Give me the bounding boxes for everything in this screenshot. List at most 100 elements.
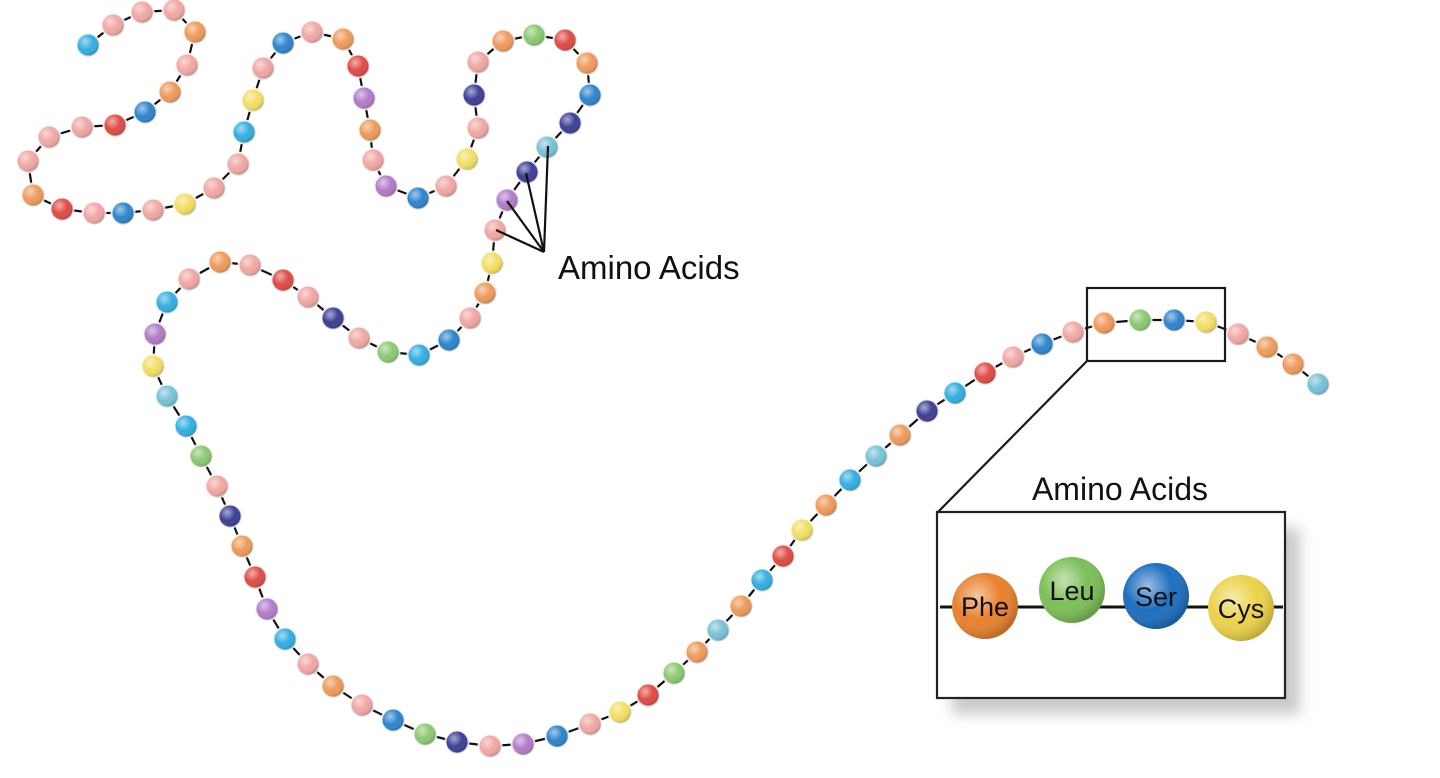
amino-acid-bead <box>172 191 198 217</box>
amino-acid-bead <box>201 175 227 201</box>
amino-acid-bead <box>457 305 483 331</box>
amino-acid-bead <box>237 252 263 278</box>
amino-acid-bead <box>349 692 375 718</box>
amino-acid-bead <box>406 342 432 368</box>
residue-label: Phe <box>961 592 1009 622</box>
amino-acid-bead <box>250 55 276 81</box>
amino-acid-bead <box>942 380 968 406</box>
amino-acid-bead <box>1280 351 1306 377</box>
amino-acid-bead <box>295 284 321 310</box>
amino-acid-bead <box>477 733 503 759</box>
pointer-line <box>524 172 546 253</box>
amino-acid-bead <box>684 639 710 665</box>
amino-acid-bead <box>412 721 438 747</box>
amino-acid-bead <box>661 660 687 686</box>
amino-acid-bead <box>405 185 431 211</box>
amino-acid-bead <box>1161 307 1187 333</box>
amino-acid-bead <box>1029 331 1055 357</box>
amino-acid-bead <box>544 723 570 749</box>
amino-acid-bead <box>182 19 208 45</box>
amino-acid-bead <box>173 413 199 439</box>
residue-label: Cys <box>1218 594 1265 624</box>
amino-acid-bead <box>81 200 107 226</box>
amino-acid-bead <box>270 267 296 293</box>
amino-acid-bead <box>577 82 603 108</box>
amino-acid-bead <box>465 115 491 141</box>
amino-acid-bead <box>436 327 462 353</box>
amino-acid-bead <box>161 0 187 23</box>
amino-acid-bead <box>813 492 839 518</box>
amino-acid-bead <box>490 28 516 54</box>
amino-acid-bead <box>1254 334 1280 360</box>
amino-acid-bead <box>229 533 255 559</box>
amino-acid-bead <box>154 383 180 409</box>
amino-acid-bead <box>607 699 633 725</box>
amino-acid-bead <box>346 325 372 351</box>
amino-acid-bead <box>557 110 583 136</box>
amino-acid-bead <box>157 79 183 105</box>
amino-acid-bead <box>914 398 940 424</box>
amino-acid-bead <box>254 596 280 622</box>
amino-acid-bead <box>1193 309 1219 335</box>
chain-label: Amino Acids <box>558 249 740 286</box>
amino-acid-bead <box>242 564 268 590</box>
residue-phe: Phe <box>952 573 1018 639</box>
amino-acid-bead <box>20 182 46 208</box>
pointer-line <box>495 229 545 253</box>
amino-acid-bead <box>482 217 508 243</box>
residue-ser: Ser <box>1123 563 1189 629</box>
amino-acid-bead <box>330 26 356 52</box>
amino-acid-bead <box>552 27 578 53</box>
amino-acid-bead <box>1000 344 1026 370</box>
label-pointer-lines <box>495 145 550 253</box>
residue-label: Leu <box>1049 576 1094 606</box>
amino-acid-bead <box>479 250 505 276</box>
pointer-line <box>506 200 545 253</box>
amino-acid-bead <box>521 22 547 48</box>
amino-acid-bead <box>433 173 459 199</box>
amino-acid-bead <box>887 422 913 448</box>
amino-acid-bead <box>1305 371 1331 397</box>
highlight-box <box>1085 286 1227 363</box>
amino-acid-bead <box>188 443 214 469</box>
amino-acid-bead <box>837 467 863 493</box>
amino-acid-bead <box>574 50 600 76</box>
amino-acid-bead <box>129 0 155 25</box>
amino-acid-bead <box>49 196 75 222</box>
amino-acid-bead <box>174 52 200 78</box>
amino-acid-bead <box>1091 310 1117 336</box>
amino-acid-bead <box>69 114 95 140</box>
amino-acid-bead <box>140 353 166 379</box>
amino-acid-bead <box>299 19 325 45</box>
amino-acid-bead <box>1225 321 1251 347</box>
amino-acid-bead <box>75 32 101 58</box>
amino-acid-bead <box>1060 319 1086 345</box>
pointer-line <box>542 145 550 253</box>
inset-chain: Phe Leu Ser Cys <box>940 557 1283 641</box>
amino-acid-bead <box>240 87 266 113</box>
residue-leu: Leu <box>1039 557 1105 623</box>
amino-acid-chain <box>15 0 1331 759</box>
amino-acid-bead <box>142 321 168 347</box>
amino-acid-bead <box>295 651 321 677</box>
amino-acid-bead <box>204 473 230 499</box>
amino-acid-bead <box>863 443 889 469</box>
amino-acid-bead <box>454 146 480 172</box>
amino-acid-bead <box>272 626 298 652</box>
amino-acid-bead <box>36 124 62 150</box>
amino-acid-bead <box>132 99 158 125</box>
amino-acid-bead <box>345 53 371 79</box>
amino-acid-bead <box>225 151 251 177</box>
residue-label: Ser <box>1135 582 1177 612</box>
amino-acid-bead <box>972 360 998 386</box>
amino-acid-bead <box>514 159 540 185</box>
residue-cys: Cys <box>1208 575 1274 641</box>
amino-acid-bead <box>728 593 754 619</box>
amino-acid-bead <box>217 503 243 529</box>
amino-acid-bead <box>373 173 399 199</box>
amino-acid-bead <box>100 12 126 38</box>
amino-acid-bead <box>380 707 406 733</box>
amino-acid-bead <box>705 617 731 643</box>
amino-acid-bead <box>320 673 346 699</box>
